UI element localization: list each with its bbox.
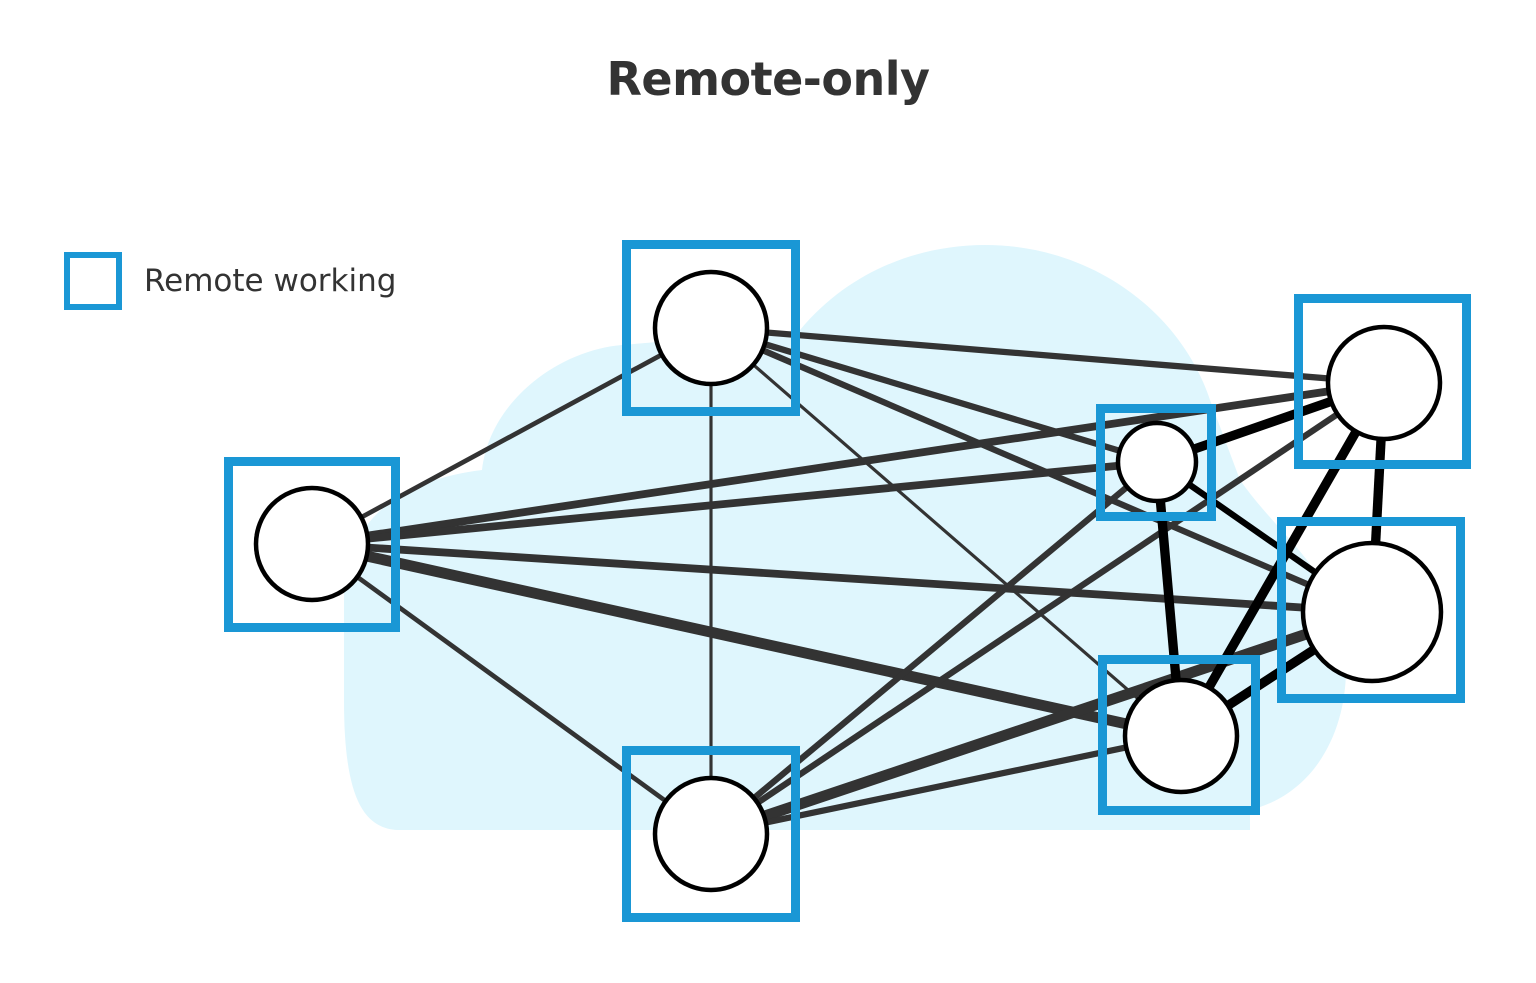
node-left bbox=[253, 485, 371, 603]
edge-top-top-right bbox=[710, 324, 1385, 387]
diagram-title: Remote-only bbox=[606, 52, 930, 106]
remote-box-top bbox=[622, 240, 800, 416]
legend: Remote working bbox=[64, 252, 396, 310]
remote-box-center-right bbox=[1096, 404, 1216, 521]
nodes-layer bbox=[253, 269, 1444, 893]
node-bottom bbox=[652, 775, 770, 893]
remote-box-right bbox=[1277, 517, 1465, 703]
node-right bbox=[1300, 540, 1444, 684]
remote-box-bottom bbox=[622, 746, 800, 922]
remote-boxes-layer bbox=[224, 240, 1471, 922]
node-bottom-right bbox=[1122, 677, 1240, 795]
node-top-right bbox=[1325, 324, 1443, 442]
edge-bottom-center-right bbox=[708, 459, 1160, 837]
edge-top-left bbox=[310, 325, 713, 547]
remote-box-bottom-right bbox=[1098, 655, 1260, 815]
node-top bbox=[652, 269, 770, 387]
edge-left-bottom bbox=[310, 542, 713, 836]
edge-bottom-right bbox=[709, 606, 1374, 840]
edge-left-right bbox=[311, 540, 1373, 616]
remote-box-left bbox=[224, 457, 400, 632]
edge-top-center-right bbox=[710, 325, 1158, 465]
edge-left-center-right bbox=[311, 458, 1158, 548]
remote-box-top-right bbox=[1294, 294, 1471, 469]
remote-working-legend-label: Remote working bbox=[144, 263, 397, 299]
node-center-right bbox=[1115, 420, 1199, 504]
remote-working-legend-swatch bbox=[64, 252, 122, 310]
edge-bottom-top-right bbox=[709, 380, 1386, 837]
edge-left-bottom-right bbox=[310, 538, 1183, 742]
